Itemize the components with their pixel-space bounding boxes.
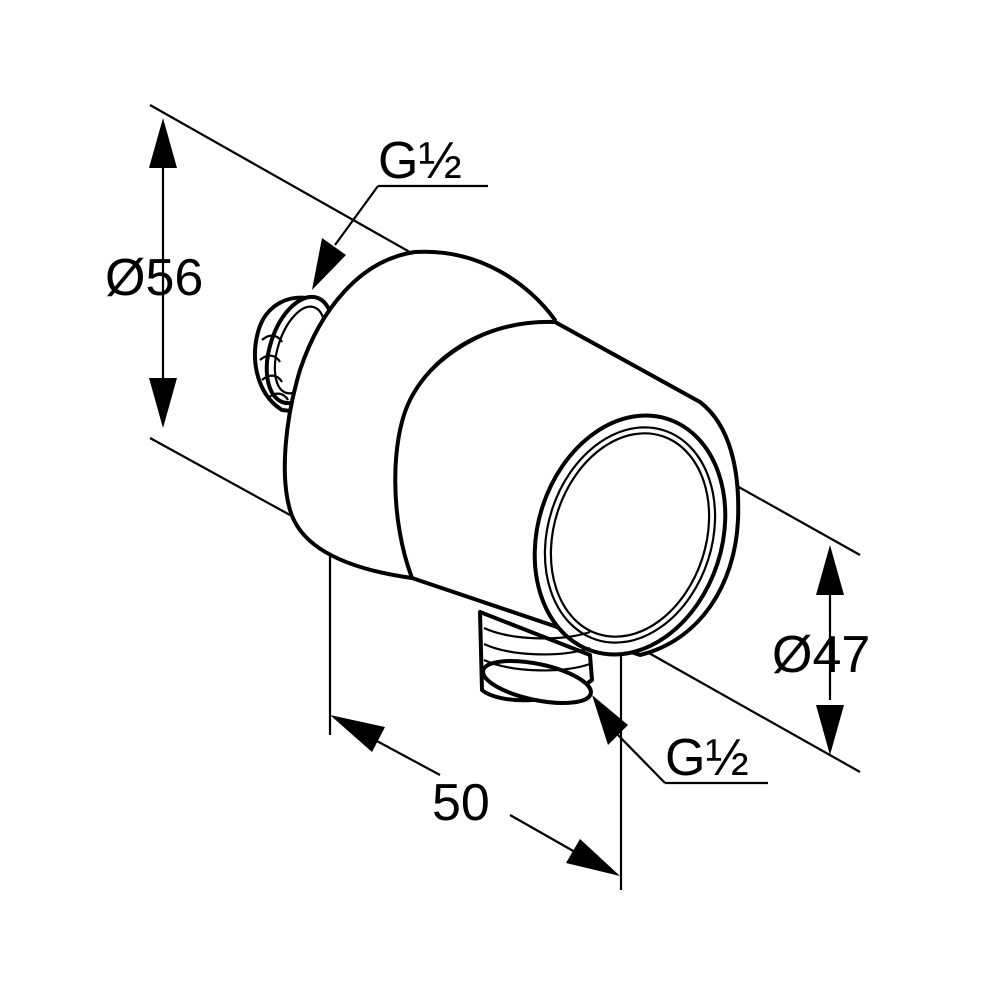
leader-thread-top bbox=[312, 184, 488, 290]
dimension-depth bbox=[330, 715, 620, 876]
label-depth: 50 bbox=[432, 774, 490, 832]
label-thread-top: G½ bbox=[378, 132, 462, 190]
label-thread-bottom: G½ bbox=[665, 729, 749, 787]
dimension-outer-diameter bbox=[149, 118, 177, 428]
leader-thread-bottom bbox=[592, 695, 768, 785]
outlet-face bbox=[532, 413, 728, 657]
label-outer-diameter: Ø56 bbox=[105, 249, 203, 307]
thread-stub-bottom bbox=[478, 610, 594, 705]
label-face-diameter: Ø47 bbox=[772, 626, 870, 684]
dimension-face-diameter bbox=[816, 545, 844, 755]
